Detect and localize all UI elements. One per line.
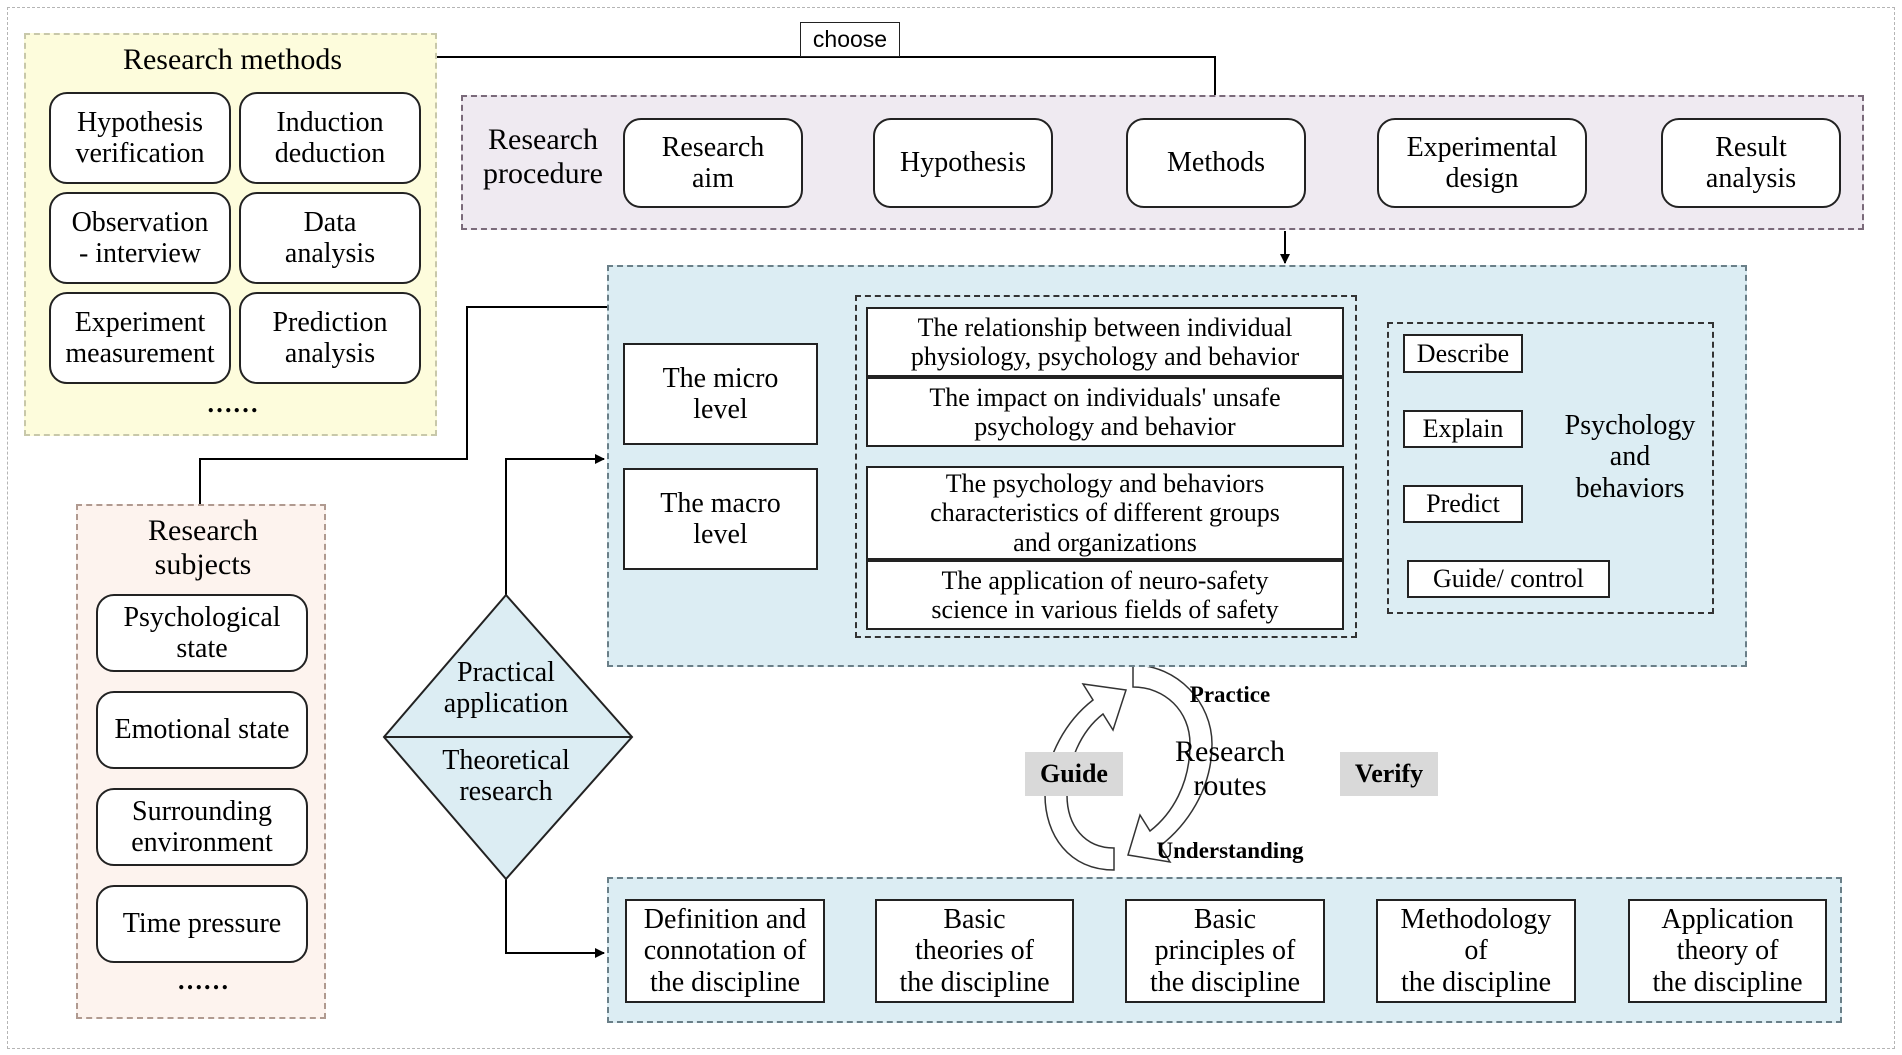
step-methods: Methods: [1126, 118, 1306, 208]
step-hypothesis: Hypothesis: [873, 118, 1053, 208]
diamond-practical-application: Practical application: [443, 657, 569, 720]
research-subjects-panel: Research subjects Psychological state Em…: [76, 504, 326, 1019]
psychology-behaviors-group: [1387, 322, 1714, 614]
step-experimental-design: Experimental design: [1377, 118, 1587, 208]
step-result-analysis: Result analysis: [1661, 118, 1841, 208]
research-procedure-title: Research procedure: [483, 123, 603, 190]
step-predict: Predict: [1403, 485, 1523, 523]
route-practice: Practice: [1189, 682, 1271, 707]
macro-level-box: The macro level: [623, 468, 818, 570]
step-describe: Describe: [1403, 334, 1523, 373]
route-verify-tag: Verify: [1340, 752, 1438, 796]
theory-basic-principles: Basic principles of the discipline: [1125, 899, 1325, 1003]
research-routes-center: Research routes: [1175, 735, 1285, 802]
macro-item-groups-organizations: The psychology and behaviors characteris…: [866, 466, 1344, 560]
theory-methodology: Methodology of the discipline: [1376, 899, 1576, 1003]
diamond-theoretical-research: Theoretical research: [442, 745, 570, 808]
outer-frame: [7, 7, 1895, 1049]
psychology-behaviors-label: Psychology and behaviors: [1564, 410, 1696, 504]
methods-more: ……: [206, 389, 259, 418]
theory-application-theory: Application theory of the discipline: [1628, 899, 1827, 1003]
step-guide-control: Guide/ control: [1407, 560, 1610, 598]
subject-surrounding-environment: Surrounding environment: [96, 788, 308, 866]
cycle-arrows: [1044, 664, 1213, 871]
research-procedure-panel: Research procedure Research aim Hypothes…: [461, 95, 1864, 230]
route-guide-tag: Guide: [1025, 752, 1123, 796]
research-methods-panel: Research methods Hypothesis verification…: [24, 33, 437, 436]
subject-emotional-state: Emotional state: [96, 691, 308, 769]
level-content-group: [855, 295, 1357, 638]
method-hypothesis-verification: Hypothesis verification: [49, 92, 231, 184]
micro-level-box: The micro level: [623, 343, 818, 445]
macro-item-neuro-safety: The application of neuro-safety science …: [866, 560, 1344, 630]
method-induction-deduction: Induction deduction: [239, 92, 421, 184]
method-prediction-analysis: Prediction analysis: [239, 292, 421, 384]
research-subjects-title: Research subjects: [148, 514, 258, 581]
step-explain: Explain: [1403, 410, 1523, 448]
micro-item-physiology-behavior: The relationship between individual phys…: [866, 307, 1344, 377]
choose-label: choose: [800, 22, 900, 57]
subjects-more: ……: [177, 966, 229, 995]
step-research-aim: Research aim: [623, 118, 803, 208]
route-understanding: Understanding: [1156, 838, 1304, 863]
subject-psychological-state: Psychological state: [96, 594, 308, 672]
research-methods-title: Research methods: [122, 43, 343, 76]
micro-item-unsafe-psychology: The impact on individuals' unsafe psycho…: [866, 377, 1344, 447]
theory-definition-connotation: Definition and connotation of the discip…: [625, 899, 825, 1003]
subject-time-pressure: Time pressure: [96, 885, 308, 963]
theory-basic-theories: Basic theories of the discipline: [875, 899, 1074, 1003]
method-observation-interview: Observation - interview: [49, 192, 231, 284]
method-data-analysis: Data analysis: [239, 192, 421, 284]
method-experiment-measurement: Experiment measurement: [49, 292, 231, 384]
